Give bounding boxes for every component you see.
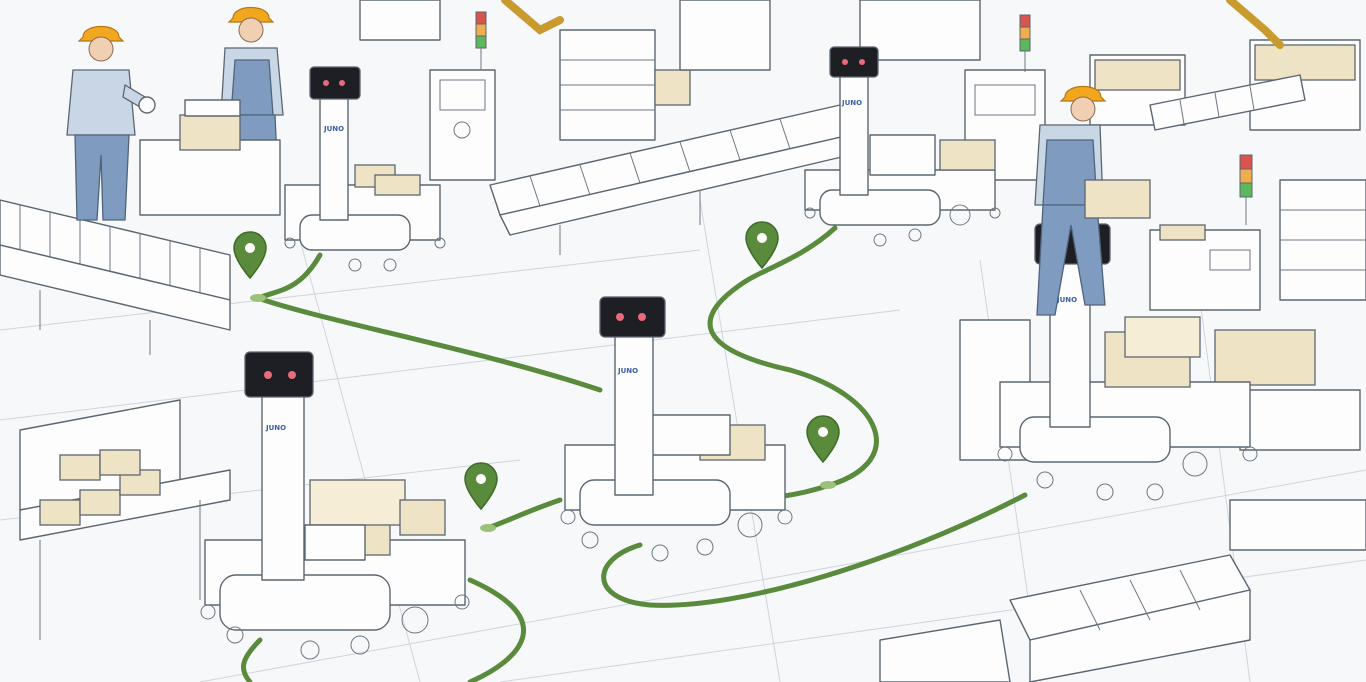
robot-5: JUNO [200,351,470,660]
signal-tower-left [475,11,487,70]
location-pin-2 [745,221,779,270]
location-pin-3 [806,415,840,489]
robot-route [240,225,1028,682]
conveyor-bottom-center [879,619,1011,682]
robot-2: JUNO [804,46,1001,247]
robot-4: JUNO [560,296,793,562]
conveyor-top-right [1149,74,1306,131]
robot-2-label: JUNO [841,99,862,107]
workstation-right [959,224,1361,461]
worker-3 [1034,85,1151,316]
background-machinery [359,0,1366,301]
signal-tower-right [1239,154,1253,225]
conveyor-bottom-right [1009,499,1366,682]
worker-1 [66,25,156,221]
worker-2 [220,6,284,161]
shelf-left [19,399,231,640]
worktable-left [139,99,281,216]
location-pin-1 [233,231,267,302]
robot-3-label: JUNO [1056,296,1077,304]
robot-1-label: JUNO [323,125,344,133]
robot-5-label: JUNO [265,424,286,432]
location-pin-4 [464,462,498,532]
conveyor-center [489,104,851,255]
robot-4-label: JUNO [617,367,638,375]
conveyor-left [0,199,231,355]
robot-1: JUNO [284,66,446,272]
signal-tower-mid [1019,14,1031,72]
